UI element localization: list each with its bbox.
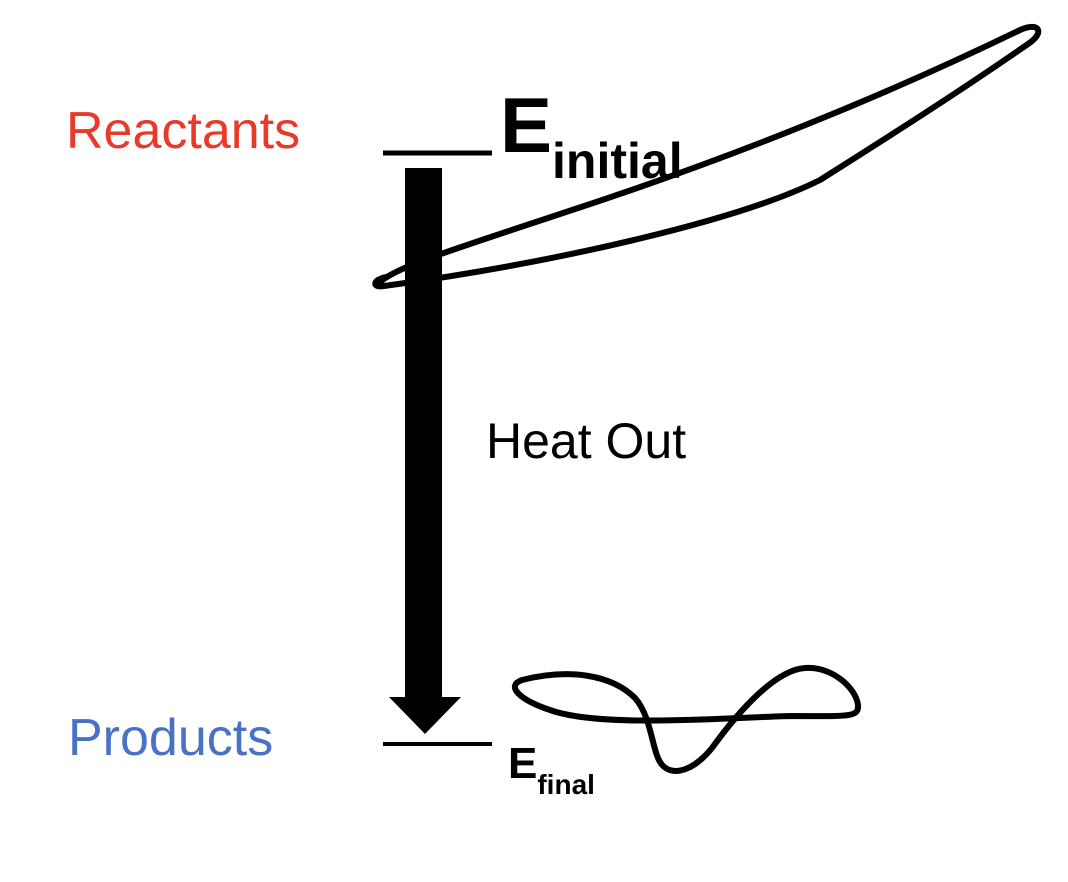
heat-arrow-shaft [405, 168, 442, 698]
products-label: Products [68, 709, 274, 767]
energy-final-label: Efinal [508, 739, 595, 799]
energy-final-subscript: final [537, 769, 595, 800]
heat-out-label: Heat Out [486, 413, 687, 469]
energy-final-symbol: E [508, 739, 538, 788]
heat-arrow-head [389, 697, 461, 734]
reactants-label: Reactants [66, 102, 301, 160]
energy-initial-symbol: E [500, 81, 553, 169]
energy-initial-subscript: initial [552, 133, 683, 189]
initial-scribble [372, 23, 1042, 290]
energy-initial-label: Einitial [500, 86, 683, 186]
final-scribble [512, 664, 862, 774]
